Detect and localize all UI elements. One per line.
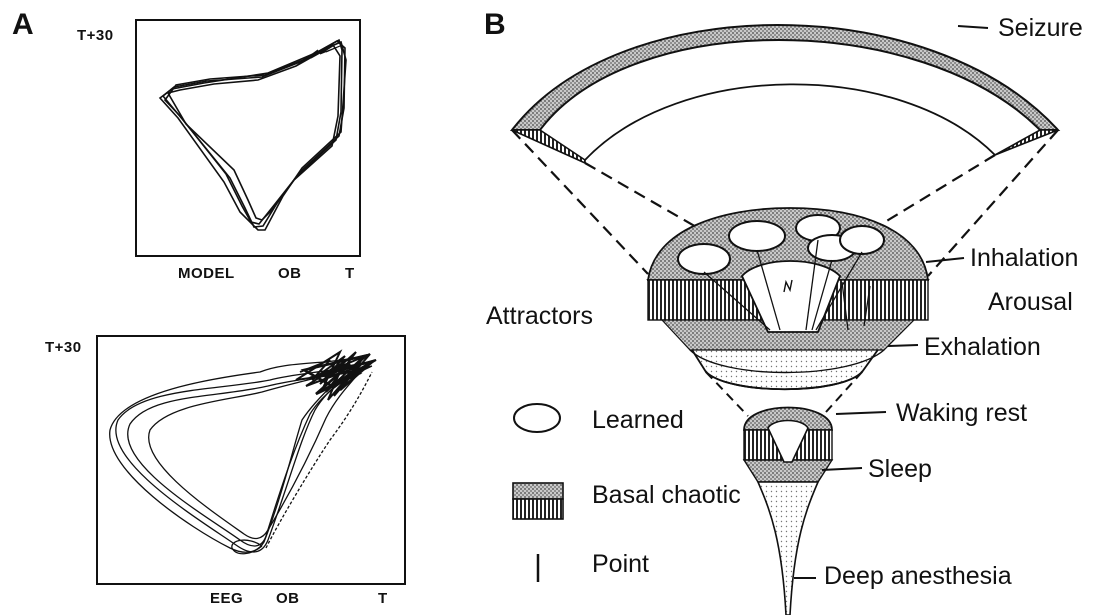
legend-basal-stripes — [513, 499, 563, 519]
leader-sleep — [822, 468, 862, 470]
learned-attractor-5 — [840, 226, 884, 254]
model-trajectory-4 — [160, 42, 346, 230]
cone-dash-right-inner — [880, 155, 995, 225]
attractor-cone-diagram — [512, 25, 1058, 615]
eeg-phase-plot — [97, 336, 405, 584]
sleep-band — [744, 460, 832, 482]
cone-dash-left-inner — [585, 163, 705, 232]
deep-anesthesia-stem — [758, 482, 818, 615]
seizure-right-end — [995, 130, 1058, 155]
leader-seizure — [958, 26, 988, 28]
learned-attractor-2 — [729, 221, 785, 251]
cone-dash-left-outer — [512, 130, 648, 274]
seizure-band — [512, 25, 1058, 130]
model-trajectory-3 — [168, 45, 340, 220]
seizure-left-end — [512, 130, 585, 163]
leader-inhalation — [926, 258, 964, 262]
learned-attractor-1 — [678, 244, 730, 274]
legend-learned-symbol — [514, 404, 560, 432]
legend-basal-stipple — [513, 483, 563, 499]
leader-exhalation — [888, 345, 918, 346]
model-trajectory-2 — [165, 40, 342, 224]
legend-basal-chaotic-symbol — [513, 483, 563, 519]
model-phase-plot — [136, 20, 360, 256]
seizure-inner-surface — [585, 84, 995, 160]
leader-waking-rest — [836, 412, 886, 414]
